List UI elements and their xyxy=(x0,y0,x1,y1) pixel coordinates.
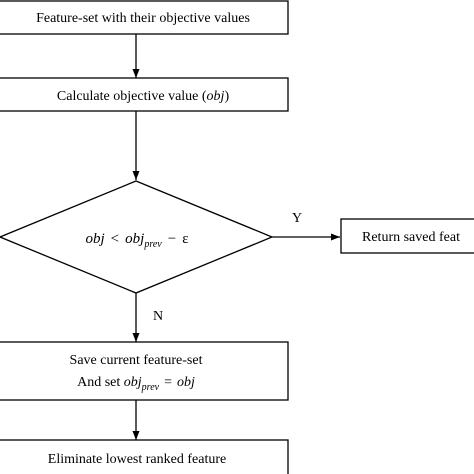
calculate-box: Calculate objective value (obj) xyxy=(0,77,289,112)
calculate-box-label: Calculate objective value (obj) xyxy=(57,89,230,104)
save-line2-lhs: obj xyxy=(124,375,142,390)
calculate-var: obj xyxy=(207,89,225,104)
decision-condition: obj<objprev−ε xyxy=(86,231,189,250)
calculate-text-prefix: Calculate objective value ( xyxy=(57,89,207,104)
eliminate-box: Eliminate lowest ranked feature xyxy=(0,439,289,474)
return-box-label: Return saved feat xyxy=(362,230,460,245)
decision-rhs: obj xyxy=(125,231,144,247)
return-box: Return saved feat xyxy=(340,218,474,254)
no-label: N xyxy=(153,309,163,324)
start-box: Feature-set with their objective values xyxy=(0,0,289,35)
start-box-label: Feature-set with their objective values xyxy=(36,11,250,26)
save-line2-eq: = xyxy=(164,375,172,390)
calculate-text-suffix: ) xyxy=(224,89,229,104)
decision-op: < xyxy=(111,231,119,247)
decision-diamond: obj<objprev−ε xyxy=(0,180,274,294)
save-box-line2: And set objprev=obj xyxy=(77,375,195,393)
decision-rhs-sub: prev xyxy=(143,239,162,250)
decision-epsilon: ε xyxy=(182,231,188,247)
eliminate-box-label: Eliminate lowest ranked feature xyxy=(48,452,226,467)
save-line2-prefix: And set xyxy=(77,375,124,390)
decision-lhs: obj xyxy=(86,231,105,247)
save-box-line1: Save current feature-set xyxy=(70,353,203,368)
save-line2-rhs: obj xyxy=(177,375,195,390)
save-box: Save current feature-set And set objprev… xyxy=(0,341,289,401)
save-line2-lhs-sub: prev xyxy=(141,382,160,393)
decision-minus: − xyxy=(168,231,176,247)
yes-label: Y xyxy=(292,211,302,226)
